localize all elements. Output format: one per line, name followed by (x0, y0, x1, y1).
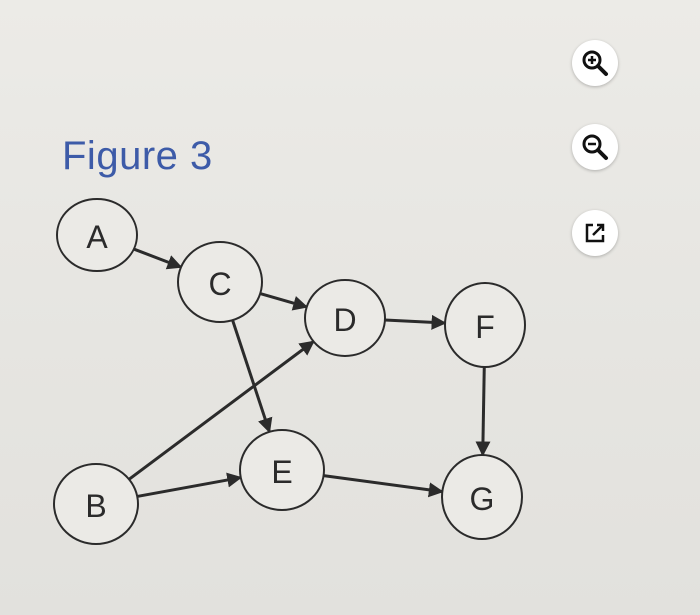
open-external-button[interactable] (572, 210, 618, 256)
node-label: F (475, 309, 495, 345)
edge-b-d (128, 340, 315, 481)
edge-d-f (384, 314, 447, 330)
edge-e-g (323, 474, 444, 498)
node-label: E (271, 454, 292, 490)
zoom-out-icon (582, 134, 608, 160)
nodes-layer: A B C D E F G (53, 198, 526, 545)
edge-f-g (475, 366, 491, 457)
node-circle (304, 279, 386, 357)
zoom-in-button[interactable] (572, 40, 618, 86)
node-b: B (53, 463, 139, 545)
zoom-out-button[interactable] (572, 124, 618, 170)
node-label: G (470, 481, 495, 517)
node-label: A (86, 219, 108, 255)
node-g: G (441, 454, 523, 540)
node-d: D (304, 279, 386, 357)
open-external-icon (585, 223, 605, 243)
node-label: D (333, 302, 356, 338)
node-label: C (208, 266, 231, 302)
node-circle (444, 282, 526, 368)
node-circle (177, 241, 263, 323)
node-label: B (85, 488, 106, 524)
node-circle (53, 463, 139, 545)
node-c: C (177, 241, 263, 323)
node-circle (239, 429, 325, 511)
node-circle (56, 198, 138, 272)
figure-title: Figure 3 (62, 134, 213, 178)
node-e: E (239, 429, 325, 511)
node-f: F (444, 282, 526, 368)
edges-layer (128, 247, 491, 498)
edge-c-d (259, 292, 309, 311)
edge-c-e (231, 319, 273, 434)
edge-b-e (136, 472, 243, 498)
edge-a-c (133, 247, 183, 270)
node-a: A (56, 198, 138, 272)
node-circle (441, 454, 523, 540)
zoom-in-icon (582, 50, 608, 76)
